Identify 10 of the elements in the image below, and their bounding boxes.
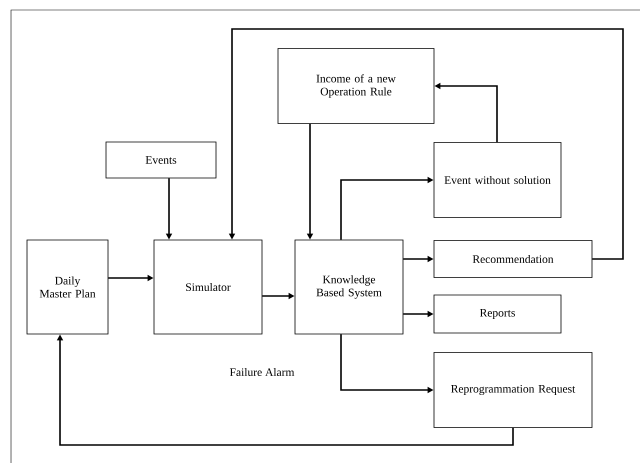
process-box: Income of a new Operation Rule: [278, 48, 434, 124]
note-text: Failure Alarm: [230, 368, 294, 376]
process-box: Events: [106, 142, 216, 178]
process-box: Reprogrammation Request: [434, 352, 592, 428]
process-box: Recommendation: [434, 240, 592, 278]
process-box: Event without solution: [434, 142, 562, 218]
process-box: Reports: [434, 294, 562, 334]
process-box: Simulator: [154, 240, 262, 334]
process-box: Knowledge Based System: [294, 240, 404, 334]
process-box: Daily Master Plan: [26, 240, 108, 334]
